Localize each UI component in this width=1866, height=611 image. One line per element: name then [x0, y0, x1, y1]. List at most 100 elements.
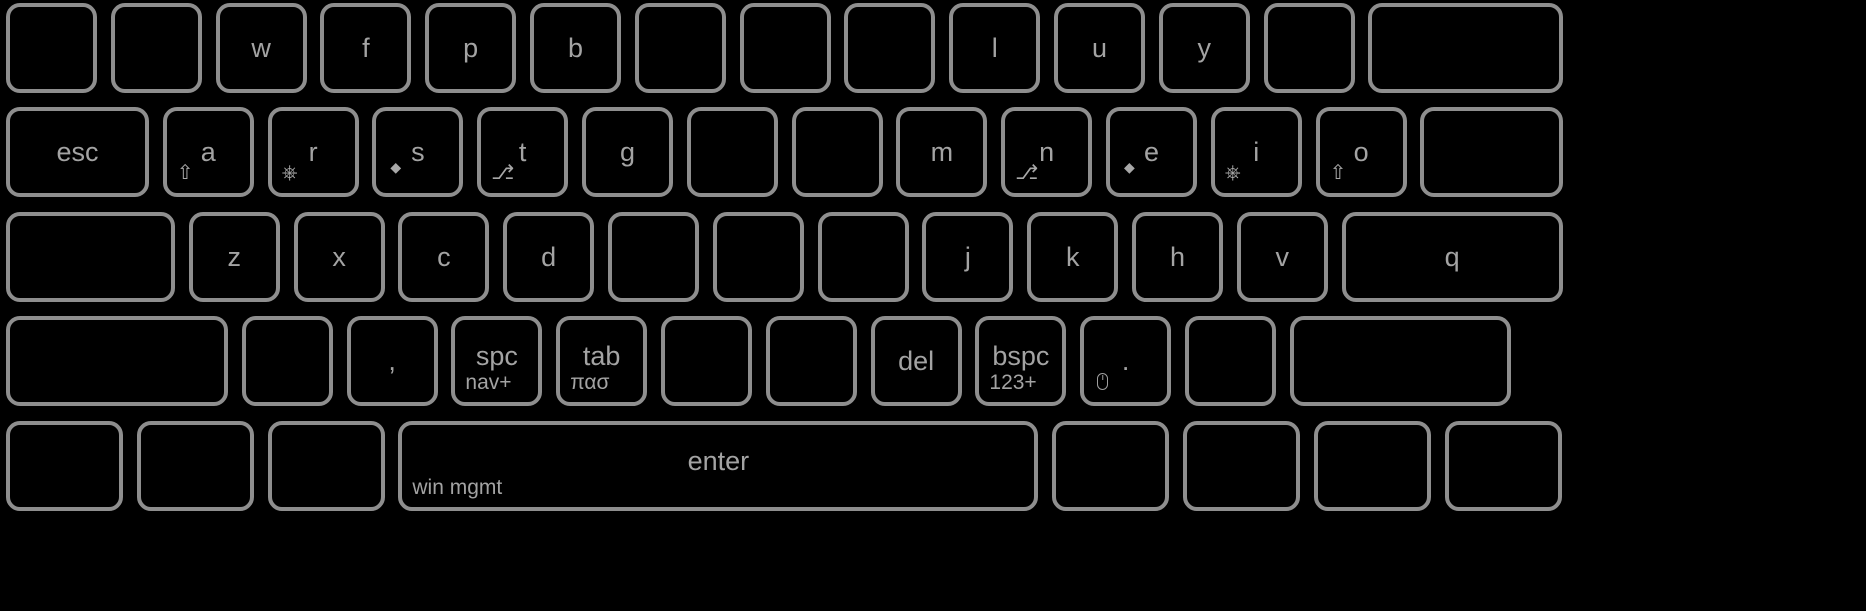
key-label: y: [1197, 33, 1212, 63]
key-d-r2c4[interactable]: d: [503, 212, 595, 302]
key-n-r1c9[interactable]: n⎇: [1001, 107, 1093, 197]
key-label: t: [518, 137, 527, 167]
key-layer-label: 123+: [989, 371, 1037, 394]
key-label: q: [1444, 242, 1460, 272]
key-blank-r4c0[interactable]: [6, 421, 123, 511]
key-blank-r0c13[interactable]: [1368, 3, 1564, 93]
key-x-r2c2[interactable]: x: [293, 212, 385, 302]
key-blank-r0c7[interactable]: [739, 3, 831, 93]
key-blank-r0c1[interactable]: [110, 3, 202, 93]
key-f-r0c3[interactable]: f: [320, 3, 412, 93]
key-label: z: [227, 242, 242, 272]
key-label: h: [1169, 242, 1186, 272]
key-blank-r3c0[interactable]: [6, 316, 228, 406]
key-p-r0c4[interactable]: p: [425, 3, 517, 93]
key-blank-r4c7[interactable]: [1444, 421, 1562, 511]
key-r-r1c2[interactable]: r⎈: [267, 107, 359, 197]
key-label: e: [1143, 137, 1160, 167]
key-z-r2c1[interactable]: z: [188, 212, 280, 302]
key-c-r2c3[interactable]: c: [398, 212, 490, 302]
key-blank-r2c5[interactable]: [608, 212, 699, 302]
key-blank-r2c6[interactable]: [712, 212, 804, 302]
key-label: esc: [56, 137, 99, 167]
key-blank-r3c10[interactable]: [1185, 316, 1276, 406]
key-blank-r4c5[interactable]: [1183, 421, 1300, 511]
key-j-r2c8[interactable]: j: [922, 212, 1014, 302]
key-g-r1c5[interactable]: g: [582, 107, 673, 197]
key-label: spc: [475, 341, 518, 372]
key-label: u: [1091, 33, 1108, 63]
key-label: del: [898, 346, 935, 376]
key-e-r1c10[interactable]: e◆: [1106, 107, 1197, 197]
key-label: g: [619, 137, 636, 167]
mouse-icon: [1097, 373, 1109, 390]
key-t-r1c4[interactable]: t⎇: [477, 107, 569, 197]
key-label: bspc: [992, 341, 1050, 372]
key-w-r0c2[interactable]: w: [215, 3, 307, 93]
key-b-r0c5[interactable]: b: [530, 3, 621, 93]
key-label: tab: [582, 341, 621, 372]
key-q-r2c12[interactable]: q: [1341, 212, 1563, 302]
key-blank-r3c5[interactable]: [661, 316, 752, 406]
key-blank-r4c2[interactable]: [267, 421, 385, 511]
key-label: o: [1353, 137, 1369, 167]
key-label: j: [964, 242, 971, 272]
key-del-r3c7[interactable]: del: [870, 316, 962, 406]
key-label: i: [1253, 137, 1260, 167]
key-blank-r0c12[interactable]: [1263, 3, 1355, 93]
key-label: m: [930, 137, 954, 167]
key-a-r1c1[interactable]: a⇧: [162, 107, 254, 197]
key-blank-r2c0[interactable]: [6, 212, 175, 302]
key-punct-r3c2[interactable]: ,: [346, 316, 438, 406]
meta-icon: ◆: [1124, 159, 1135, 175]
key-v-r2c11[interactable]: v: [1236, 212, 1328, 302]
key-h-r2c10[interactable]: h: [1132, 212, 1223, 302]
key-l-r0c9[interactable]: l: [949, 3, 1041, 93]
shift-icon: ⇧: [1329, 162, 1347, 184]
key-punct-r3c9[interactable]: .: [1080, 316, 1172, 406]
key-y-r0c11[interactable]: y: [1158, 3, 1250, 93]
key-blank-r3c1[interactable]: [241, 316, 333, 406]
key-blank-r1c13[interactable]: [1420, 107, 1564, 197]
control-icon: ⎈: [1224, 162, 1241, 184]
key-k-r2c9[interactable]: k: [1027, 212, 1119, 302]
key-blank-r4c4[interactable]: [1052, 421, 1170, 511]
key-label: p: [463, 33, 479, 63]
key-blank-r0c8[interactable]: [844, 3, 936, 93]
key-label: w: [251, 33, 271, 63]
key-label: n: [1039, 137, 1055, 167]
key-blank-r3c6[interactable]: [765, 316, 857, 406]
key-i-r1c11[interactable]: i⎈: [1210, 107, 1302, 197]
key-label: .: [1121, 346, 1130, 376]
key-blank-r2c7[interactable]: [817, 212, 909, 302]
key-o-r1c12[interactable]: o⇧: [1315, 107, 1407, 197]
key-u-r0c10[interactable]: u: [1054, 3, 1145, 93]
key-blank-r0c0[interactable]: [6, 3, 97, 93]
alt-icon: ⎇: [1015, 162, 1039, 184]
key-label: s: [411, 137, 425, 167]
key-s-r1c3[interactable]: s◆: [372, 107, 464, 197]
key-label: x: [332, 242, 346, 272]
key-label: d: [541, 242, 557, 272]
key-layer-label: πασ: [570, 371, 610, 394]
key-blank-r1c6[interactable]: [686, 107, 778, 197]
key-esc-r1c0[interactable]: esc: [6, 107, 149, 197]
key-label: r: [308, 137, 318, 167]
key-layer-label: nav+: [465, 371, 512, 394]
key-blank-r4c6[interactable]: [1313, 421, 1431, 511]
key-blank-r0c6[interactable]: [634, 3, 726, 93]
key-blank-r3c11[interactable]: [1289, 316, 1511, 406]
key-blank-r4c1[interactable]: [136, 421, 254, 511]
key-label: k: [1065, 242, 1080, 272]
shift-icon: ⇧: [176, 162, 194, 184]
key-label: c: [437, 242, 451, 272]
key-blank-r1c7[interactable]: [791, 107, 883, 197]
key-m-r1c8[interactable]: m: [896, 107, 988, 197]
key-label: v: [1275, 242, 1290, 272]
key-label: enter: [687, 446, 750, 477]
